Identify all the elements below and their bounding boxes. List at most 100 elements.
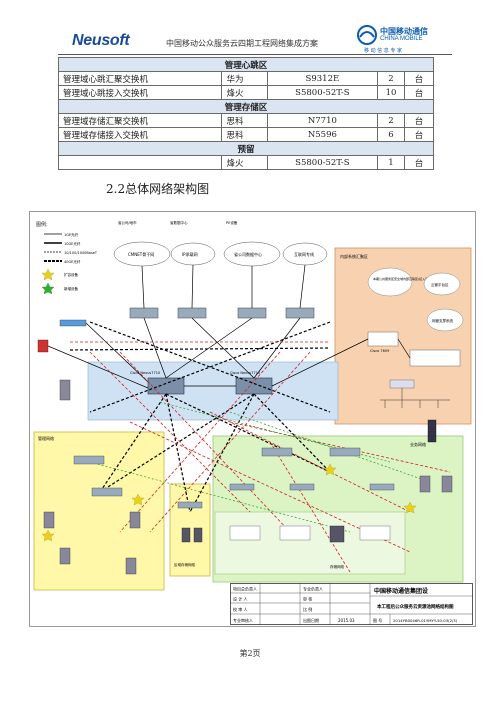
tb-label: 比 例 <box>303 606 312 612</box>
server-icon <box>43 511 55 529</box>
star-icon <box>323 463 337 476</box>
tb-drawing-title: 本工程后公众服务云资源池网络结构图 <box>377 603 454 610</box>
core-switch-icon <box>147 377 185 395</box>
zone-core <box>87 361 339 421</box>
storage-icon <box>329 525 345 543</box>
china-mobile-icon <box>357 25 377 45</box>
server-icon <box>59 379 71 401</box>
top-label: PE设备 <box>226 220 238 225</box>
section-heading: 2.2总体网络架构图 <box>106 182 210 196</box>
tb-label: 校 审 人 <box>233 606 248 612</box>
right-label: 云管平台区 <box>431 282 449 287</box>
storage-icon <box>193 527 203 543</box>
switch-icon <box>261 447 293 457</box>
server-rack-icon <box>427 419 437 443</box>
legend-label-1: 1GE光纤 <box>64 232 79 237</box>
router-icon <box>177 307 207 319</box>
table-row: 管理域存储接入交换机 思科 N5596 6 台 <box>57 127 434 142</box>
tb-date: 2015.03 <box>338 618 355 623</box>
zone-mgmt-label: 管理网络 <box>38 435 54 441</box>
tb-label: 出图日期 <box>303 617 319 623</box>
cell-qty: 2 <box>377 71 405 86</box>
zone-storage-label: 存储网络 <box>330 564 344 569</box>
switch-icon <box>59 319 87 327</box>
star-icon <box>41 529 55 542</box>
legend-label-2: 10GE光纤 <box>64 241 81 246</box>
cell-model: N5596 <box>266 127 379 142</box>
switch-icon <box>329 447 361 457</box>
cell-qty: 6 <box>377 127 405 142</box>
legend-title: 图例: <box>36 221 48 228</box>
router-icon <box>285 307 315 319</box>
router-icon <box>129 307 159 319</box>
section-row: 管理存储区 <box>58 99 434 114</box>
server-box <box>409 349 461 367</box>
star-green-icon <box>41 282 55 295</box>
cell-vendor: 思科 <box>221 127 268 142</box>
cloud-label: 省公司数据中心 <box>234 251 262 257</box>
zone-mgmt <box>33 431 165 591</box>
table-row: 管理域心跳接入交换机 烽火 S5800-52T-S 10 台 <box>57 85 434 100</box>
tb-label: 审 核 <box>303 596 312 602</box>
logo-slogan: 移 动 信 息 专 家 <box>364 48 402 54</box>
right-label: 本期公共服务区安全域内部互联区(接入层) <box>373 276 429 281</box>
link-lines <box>47 264 411 389</box>
switch-icon <box>389 379 415 389</box>
cell-qty: 2 <box>377 113 405 128</box>
cell-model: N7710 <box>266 113 379 128</box>
server-icon <box>125 557 137 575</box>
table-row: 管理域心跳汇聚交换机 华为 S9312E 2 台 <box>57 71 434 86</box>
title-block: 项目总负责人 专业负责人 设 计 人 审 核 校 审 人 比 例 专业审核人 出… <box>230 583 473 625</box>
storage-icon <box>181 527 191 543</box>
zone-business-label: 业务网络 <box>410 441 426 447</box>
switch-icon <box>369 483 395 491</box>
cell-model: S5800-52T-S <box>266 155 379 170</box>
storage-array-icon <box>279 525 311 541</box>
storage-array-icon <box>229 525 261 541</box>
switch-icon <box>289 483 315 491</box>
document-title: 中国移动公众服务云四期工程网络集成方案 <box>166 39 318 48</box>
neusoft-logo: Neusoft <box>72 32 130 49</box>
cell-unit: 台 <box>404 71 434 86</box>
cell-qty: 1 <box>377 155 405 170</box>
tb-label: 专业审核人 <box>233 617 253 623</box>
zone-storage <box>214 511 406 575</box>
tb-label: 设 计 人 <box>233 596 248 602</box>
network-diagram: 图例: 1GE光纤 10GE光纤 10/100/1000BaseT 40GE光纤… <box>29 211 476 627</box>
red-links <box>70 341 451 573</box>
section-title: 管理心跳区 <box>58 57 434 72</box>
cloud-nms <box>426 308 464 332</box>
cloud-mgmt-platform <box>423 272 461 296</box>
server-icon <box>441 475 453 493</box>
legend-label-6: 新增设备 <box>64 286 78 291</box>
cell-model: S9312E <box>266 71 379 86</box>
router-box <box>367 331 399 347</box>
tb-label: 专业负责人 <box>303 586 323 592</box>
table-row: 烽火 S5800-52T-S 1 台 <box>57 155 434 170</box>
cloud-internet: 互联网专线 <box>282 242 328 266</box>
core-switch-icon <box>235 377 273 395</box>
server-icon <box>59 547 71 565</box>
cell-vendor: 思科 <box>221 113 268 128</box>
title-block-svg: 项目总负责人 专业负责人 设 计 人 审 核 校 审 人 比 例 专业审核人 出… <box>230 583 473 625</box>
header-rule <box>58 54 452 55</box>
cell-vendor: 烽火 <box>221 155 268 170</box>
section-title: 预留 <box>58 141 434 156</box>
cell-unit: 台 <box>404 85 434 100</box>
logo-en: CHINA MOBILE <box>380 36 423 42</box>
cloud-internal <box>367 267 413 297</box>
cloud-label: IP承载网 <box>182 251 198 257</box>
tb-no-label: 图 号 <box>373 617 382 623</box>
cloud-cmnet: CMNET骨干网 <box>113 241 171 267</box>
right-label: 网管支撑系统 <box>432 318 453 323</box>
legend-label-3: 10/100/1000BaseT <box>64 251 98 255</box>
cloud-label: 互联网专线 <box>294 251 314 257</box>
star-icon <box>41 268 55 281</box>
cell-unit: 台 <box>404 155 434 170</box>
tb-company: 中国移动通信集团设 <box>374 587 428 595</box>
page-header: Neusoft 中国移动公众服务云四期工程网络集成方案 中国移动通信 CHINA… <box>56 22 454 54</box>
cell-device: 管理域心跳接入交换机 <box>57 85 223 100</box>
cell-vendor: 华为 <box>221 71 268 86</box>
right-label: Cisco 7609 <box>370 349 389 353</box>
legend-label-5: 扩容设备 <box>64 272 78 277</box>
